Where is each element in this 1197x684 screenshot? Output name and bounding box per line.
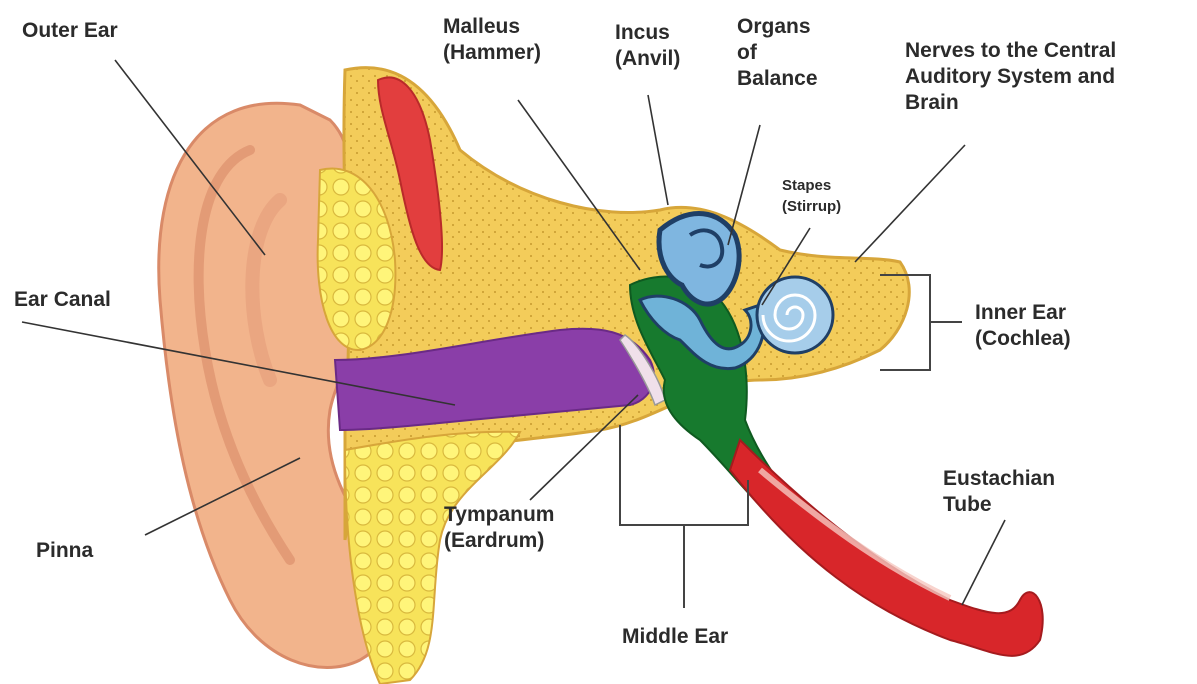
label-organs-of-balance: Organs of Balance bbox=[737, 14, 818, 92]
label-tympanum: Tympanum (Eardrum) bbox=[444, 502, 554, 554]
leader-eustachian-tube bbox=[962, 520, 1005, 605]
label-stapes: Stapes (Stirrup) bbox=[782, 175, 841, 217]
label-middle-ear: Middle Ear bbox=[622, 624, 728, 650]
label-incus: Incus (Anvil) bbox=[615, 20, 680, 72]
label-outer-ear: Outer Ear bbox=[22, 18, 118, 44]
label-eustachian-tube: Eustachian Tube bbox=[943, 466, 1055, 518]
label-nerves: Nerves to the Central Auditory System an… bbox=[905, 38, 1116, 116]
leader-nerves bbox=[855, 145, 965, 262]
leader-incus bbox=[648, 95, 668, 205]
label-malleus: Malleus (Hammer) bbox=[443, 14, 541, 66]
label-ear-canal: Ear Canal bbox=[14, 287, 111, 313]
label-pinna: Pinna bbox=[36, 538, 93, 564]
lower-fat-tissue bbox=[345, 432, 520, 684]
label-inner-ear: Inner Ear (Cochlea) bbox=[975, 300, 1071, 352]
